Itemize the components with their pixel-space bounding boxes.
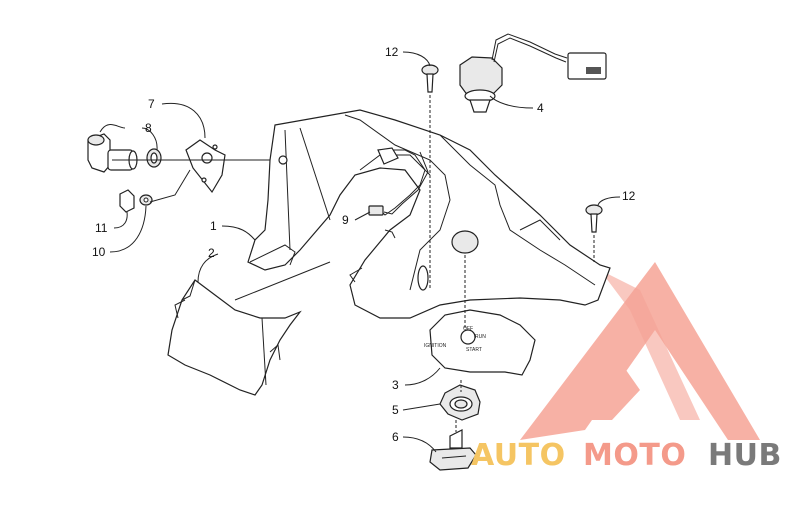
part-cap (119, 189, 135, 213)
leader-8 (99, 124, 158, 151)
callout-10: 10 (92, 245, 106, 259)
leader-4 (489, 95, 534, 109)
part-ignition-plate: OFF RUN IGNITION START (424, 309, 536, 376)
leader-3 (404, 367, 441, 386)
leader-1 (221, 225, 256, 241)
callout-4: 4 (537, 101, 544, 115)
watermark-triangle-inner-icon (600, 270, 700, 420)
ignition-text-label: IGNITION (424, 343, 447, 349)
part-nut (139, 194, 153, 206)
part-ignition-key (429, 429, 477, 471)
callout-12-top: 12 (385, 45, 399, 59)
part-lower-cover (167, 279, 302, 396)
leader-5 (402, 403, 441, 411)
callout-11: 11 (95, 221, 108, 235)
callout-9: 9 (342, 213, 349, 227)
leader-12b (597, 196, 621, 206)
ignition-off-label: OFF (463, 326, 473, 332)
leader-9 (354, 211, 371, 221)
callout-12-right: 12 (622, 189, 636, 203)
part-wire-harness (368, 147, 429, 239)
callout-5: 5 (392, 403, 399, 417)
part-screw-right (585, 204, 603, 262)
callout-7: 7 (148, 97, 155, 111)
callout-8: 8 (145, 121, 152, 135)
leader-2 (197, 253, 219, 283)
part-upper-cover (247, 109, 611, 319)
ignition-start-label: START (466, 347, 482, 353)
part-power-socket (87, 133, 162, 173)
part-ignition-nut (439, 384, 481, 421)
callout-2: 2 (208, 246, 215, 260)
watermark-wordmark: AUTO MOTO HUB (471, 438, 782, 473)
leader-10 (109, 205, 147, 253)
watermark-moto: MOTO (583, 438, 686, 473)
callout-6: 6 (392, 430, 399, 444)
watermark-triangle-icon (520, 262, 760, 440)
leader-11 (113, 211, 128, 229)
part-switch-connector (459, 33, 607, 113)
ignition-run-label: RUN (475, 334, 486, 340)
leader-6 (402, 436, 437, 453)
callout-3: 3 (392, 378, 399, 392)
watermark-auto: AUTO (471, 438, 566, 473)
leader-7 (161, 102, 206, 139)
part-screw-top (421, 64, 439, 290)
callout-1: 1 (210, 219, 217, 233)
watermark-hub: HUB (708, 438, 782, 473)
watermark-logo (520, 262, 760, 440)
leader-12a (402, 51, 431, 67)
part-bracket-plate (185, 139, 226, 194)
